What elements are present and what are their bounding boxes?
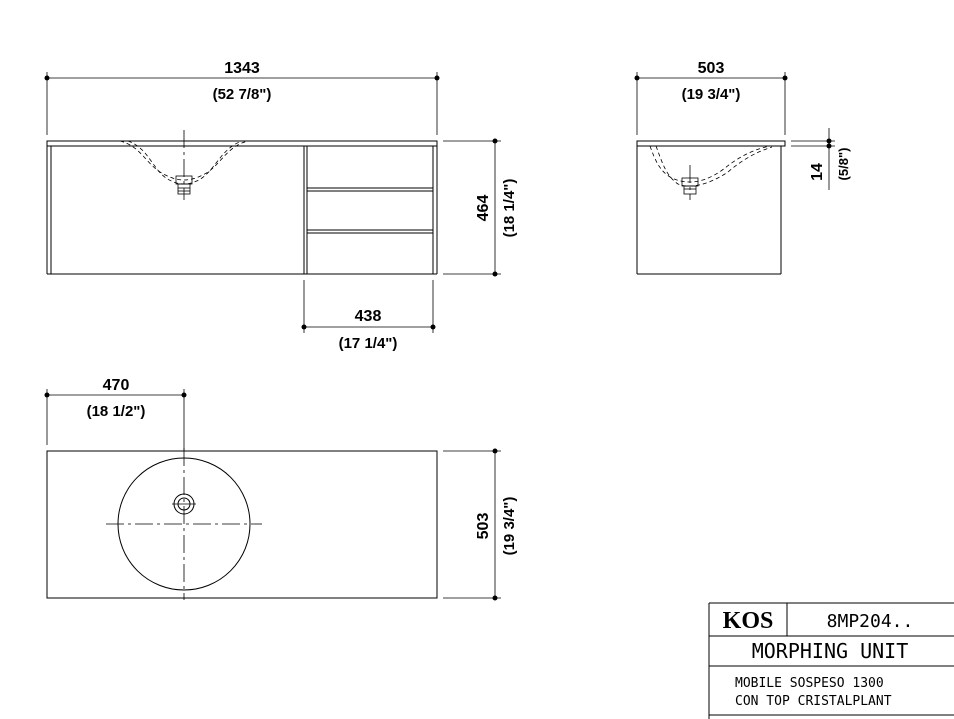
top-view: 470 (18 1/2") 503 (19 3/4")	[44, 377, 518, 601]
side-depth-in: (19 3/4")	[682, 86, 741, 103]
description-line-1: MOBILE SOSPESO 1300	[735, 676, 884, 691]
front-height-mm: 464	[475, 195, 492, 222]
front-height-in: (18 1/4")	[501, 179, 518, 238]
top-depth-mm: 503	[475, 513, 492, 540]
top-depth-in: (19 3/4")	[501, 497, 518, 556]
product-code: 8MP204..	[827, 611, 914, 632]
description-line-2: CON TOP CRISTALPLANT	[735, 694, 892, 709]
front-width-mm: 1343	[224, 60, 260, 77]
front-view: 1343 (52 7/8") 464 (18 1/4") 438 (17 1/4…	[44, 60, 518, 352]
drawer-width-in: (17 1/4")	[339, 335, 398, 352]
side-depth-mm: 503	[698, 60, 725, 77]
title-block: KOS 8MP204.. MORPHING UNIT MOBILE SOSPES…	[708, 602, 954, 719]
drawer-width-mm: 438	[355, 308, 382, 325]
front-width-in: (52 7/8")	[213, 86, 272, 103]
basin-offset-in: (18 1/2")	[87, 403, 146, 420]
top-thickness-in: (5/8")	[836, 148, 851, 181]
side-view: 503 (19 3/4") 14 (5/8")	[634, 60, 851, 275]
brand-logo: KOS	[723, 608, 774, 634]
product-name: MORPHING UNIT	[752, 639, 909, 663]
basin-offset-mm: 470	[103, 377, 130, 394]
top-thickness-mm: 14	[809, 163, 826, 181]
